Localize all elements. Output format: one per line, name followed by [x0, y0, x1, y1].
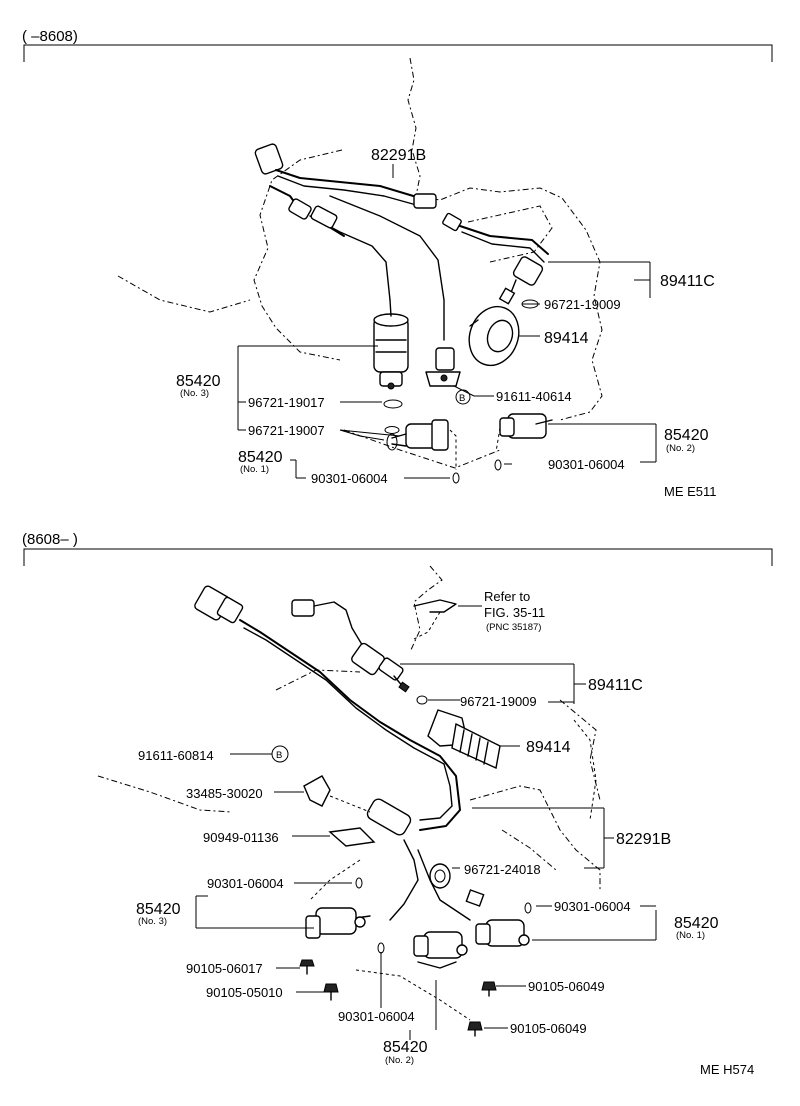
top-label-91611-40614: 91611-40614: [496, 389, 572, 404]
bottom-label-85420-no1: 85420: [674, 915, 719, 932]
bottom-label-pnc: (PNC 35187): [486, 622, 541, 633]
top-label-90301-06004-a: 90301-06004: [311, 471, 388, 486]
bottom-oring-06004-b: [524, 902, 532, 914]
top-label-no1: (No. 1): [240, 464, 269, 475]
bottom-label-90301-06004-c: 90301-06004: [338, 1009, 415, 1024]
top-label-96721-19007: 96721-19007: [248, 423, 325, 438]
top-section-bracket: [23, 44, 773, 62]
bottom-label-fig: FIG. 35-11: [484, 605, 545, 620]
top-oring-06004-b: [494, 459, 502, 471]
bottom-injector-no2: [413, 931, 468, 969]
top-leaders: [237, 164, 657, 479]
bottom-label-90105-05010: 90105-05010: [206, 985, 283, 1000]
top-oring-19017: [383, 399, 403, 409]
top-sensor-outline: [467, 205, 553, 263]
bottom-injector-no1: [475, 919, 530, 947]
top-label-96721-19017: 96721-19017: [248, 395, 325, 410]
bottom-label-90105-06049-b: 90105-06049: [510, 1021, 587, 1036]
bottom-label-85420-no3: 85420: [136, 901, 181, 918]
bottom-wire-harness-82291B: [194, 585, 485, 921]
top-label-89411C: 89411C: [660, 273, 715, 290]
top-label-no3: (No. 3): [180, 388, 209, 399]
top-label-89414: 89414: [544, 330, 589, 347]
bottom-label-85420-no2: 85420: [383, 1039, 428, 1056]
bottom-code: ME H574: [700, 1062, 754, 1077]
svg-text:B: B: [459, 393, 465, 404]
bottom-label-90105-06017: 90105-06017: [186, 961, 263, 976]
top-section: ( –8608): [22, 28, 773, 499]
bottom-label-no1: (No. 1): [676, 930, 705, 941]
top-label-90301-06004-b: 90301-06004: [548, 457, 625, 472]
top-sensor-lower: [425, 347, 461, 387]
bottom-label-82291B: 82291B: [616, 831, 671, 848]
top-injector-no2: [495, 413, 553, 453]
bottom-bolt-06049-b: [467, 1021, 483, 1037]
bottom-label-89414: 89414: [526, 739, 571, 756]
bottom-outline-right: [559, 699, 601, 801]
bottom-oring-06004-a: [355, 877, 363, 889]
top-grommet-89414: [468, 305, 520, 367]
bottom-grommet-24018: [429, 863, 451, 889]
bottom-label-90301-06004-b: 90301-06004: [554, 899, 631, 914]
bottom-label-90301-06004-a: 90301-06004: [207, 876, 284, 891]
bottom-section: (8608– ): [22, 531, 773, 1077]
top-label-96721-19009: 96721-19009: [544, 297, 621, 312]
bottom-range-label: (8608– ): [22, 531, 78, 548]
top-label-85420-no2: 85420: [664, 427, 709, 444]
top-oring-06004-a: [452, 472, 460, 484]
bottom-b-symbol: B: [271, 745, 289, 763]
top-injector-no1: [386, 419, 457, 470]
bottom-label-96721-19009: 96721-19009: [460, 694, 537, 709]
top-label-85420-no3: 85420: [176, 373, 221, 390]
bottom-sensor-89411C: [291, 599, 410, 693]
bottom-bolt-06049-a: [481, 981, 497, 997]
bottom-sensor-89414: [427, 709, 501, 770]
svg-text:B: B: [276, 750, 282, 761]
bottom-bracket-leader: [329, 795, 371, 813]
top-b-symbol: B: [455, 389, 471, 405]
bottom-bolt-05010: [323, 983, 339, 1001]
bottom-injector-no3: [305, 907, 371, 939]
bottom-label-refer-to: Refer to: [484, 589, 530, 604]
top-sensor-89411C: [442, 212, 549, 305]
bottom-refer-bracket: [411, 599, 457, 641]
bottom-bracket-33485: [303, 775, 331, 807]
top-label-82291B: 82291B: [371, 147, 426, 164]
bottom-label-96721-24018: 96721-24018: [464, 862, 541, 877]
top-code: ME E511: [664, 484, 717, 499]
bottom-label-no3: (No. 3): [138, 916, 167, 927]
bottom-bolt-06017: [299, 959, 315, 975]
bottom-leaders: [195, 605, 657, 1040]
bottom-label-90105-06049-a: 90105-06049: [528, 979, 605, 994]
bottom-oring-06004-c: [377, 942, 385, 954]
bottom-label-90949-01136: 90949-01136: [203, 830, 279, 845]
top-label-85420-no1: 85420: [238, 449, 283, 466]
bottom-plate-90949: [328, 827, 376, 847]
bottom-label-91611-60814: 91611-60814: [138, 748, 214, 763]
bottom-section-bracket: [23, 548, 773, 566]
top-oring-19007: [384, 426, 400, 434]
top-wire-harness-82291B: [254, 143, 445, 341]
top-label-no2: (No. 2): [666, 443, 695, 454]
bottom-label-no2: (No. 2): [385, 1055, 414, 1066]
top-range-label: ( –8608): [22, 28, 78, 45]
top-injector-no3: [373, 299, 409, 390]
bottom-oring-19009: [416, 695, 428, 705]
bottom-label-89411C: 89411C: [588, 677, 643, 694]
bottom-label-33485-30020: 33485-30020: [186, 786, 263, 801]
